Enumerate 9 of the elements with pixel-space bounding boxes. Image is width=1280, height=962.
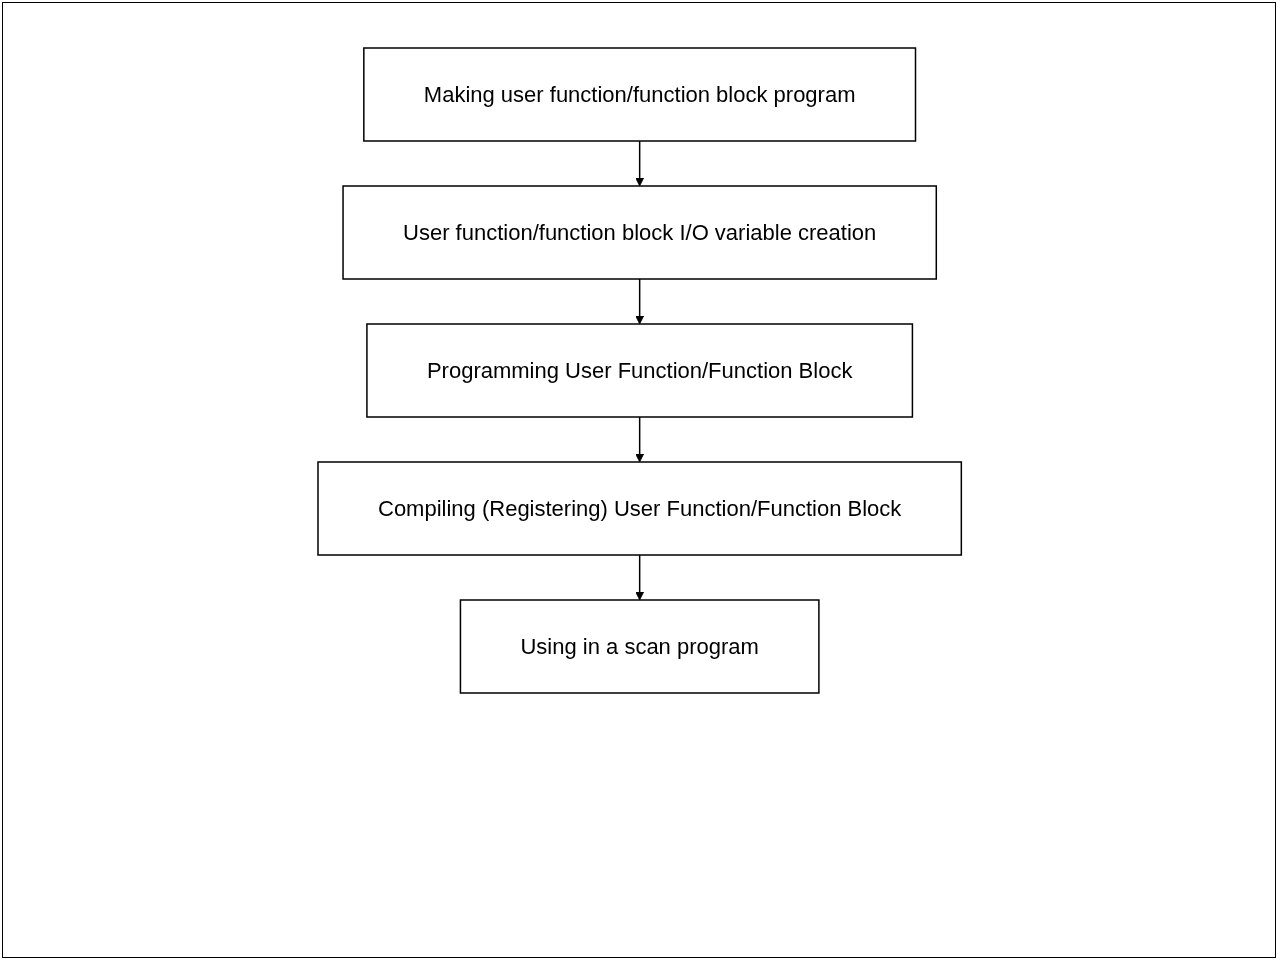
- node-box: User function/function block I/O variable creation: [342, 185, 938, 280]
- node-box: Using in a scan program: [460, 599, 820, 694]
- arrow: [635, 416, 645, 463]
- arrow: [635, 554, 645, 601]
- node-box: Making user function/function block program: [363, 47, 917, 142]
- node-box: Compiling (Registering) User Function/Function Block: [317, 461, 963, 556]
- arrow: [635, 278, 645, 325]
- node-box: Programming User Function/Function Block: [366, 323, 914, 418]
- arrow: [635, 140, 645, 187]
